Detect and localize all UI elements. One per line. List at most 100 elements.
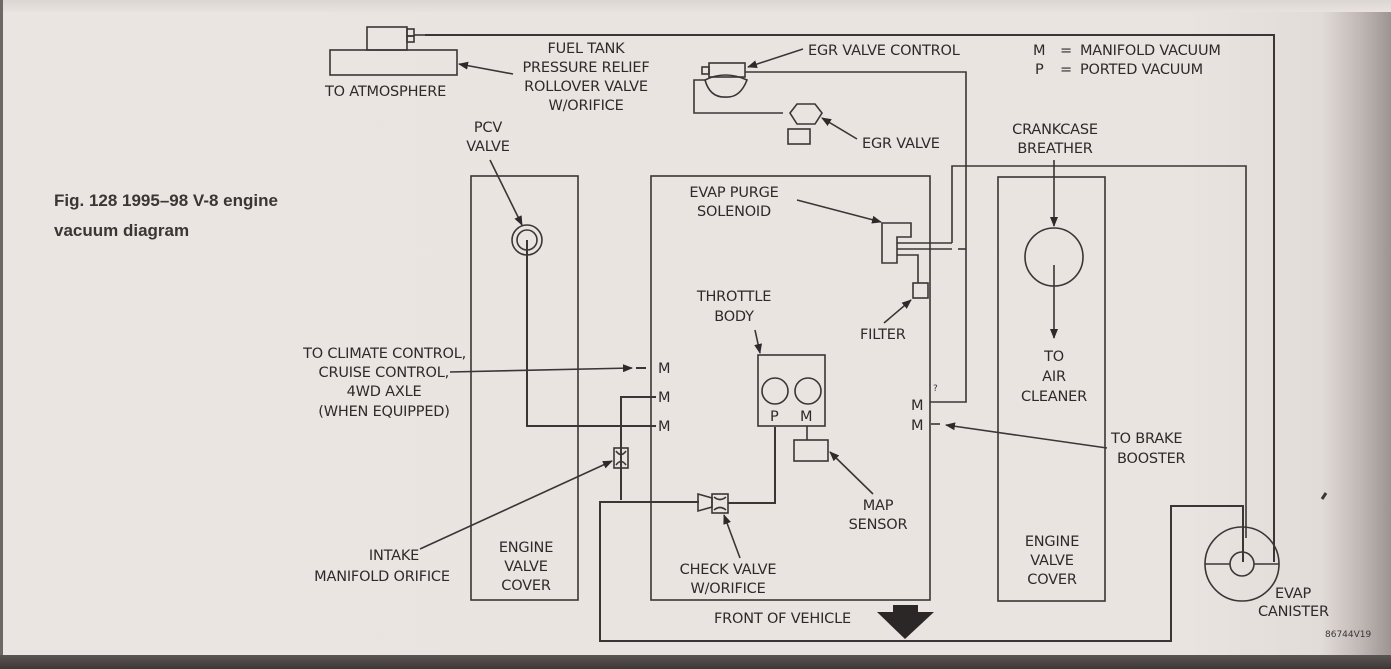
label-filter: FILTER: [860, 327, 906, 343]
label-intake-1: INTAKE: [369, 548, 419, 564]
page-left-edge: [0, 0, 3, 669]
arrow-filter: [883, 299, 912, 324]
label-pcv-1: PCV: [474, 120, 502, 136]
label-evap-purge-1: EVAP PURGE: [689, 185, 778, 201]
arrow-intake-orifice: [419, 460, 613, 550]
label-throttle-2: BODY: [714, 309, 754, 325]
intake-manifold-orifice: [613, 447, 629, 469]
label-right-cover-3: COVER: [1027, 572, 1077, 588]
legend-p-text: PORTED VACUUM: [1080, 62, 1203, 78]
throttle-body: [757, 354, 826, 427]
hose-egr-control-to-valve: [693, 79, 783, 114]
label-left-cover-2: VALVE: [504, 559, 548, 575]
legend-m-key: M: [1033, 43, 1045, 59]
hose-pcv-to-manifold: [526, 240, 656, 427]
label-crankcase-1: CRANKCASE: [1012, 122, 1098, 138]
egr-valve-control: [701, 62, 749, 98]
label-throttle-1: THROTTLE: [696, 289, 771, 305]
stray-mark: [1320, 492, 1328, 500]
hose-right-m1: [930, 160, 967, 403]
label-air-cleaner-2: AIR: [1042, 369, 1066, 385]
label-map-1: MAP: [863, 498, 894, 514]
label-air-cleaner-3: CLEANER: [1021, 389, 1087, 405]
label-fuel-tank-1: FUEL TANK: [547, 41, 625, 57]
arrow-throttle: [754, 329, 762, 354]
label-climate-4: (WHEN EQUIPPED): [318, 404, 449, 420]
arrow-rollover: [458, 61, 514, 75]
egr-valve: [787, 103, 823, 145]
figure-code: 86744V19: [1325, 630, 1372, 640]
hose-egr-control-right: [745, 71, 967, 160]
evap-purge-solenoid: [881, 222, 912, 264]
arrow-pcv: [489, 159, 523, 226]
label-right-cover-1: ENGINE: [1025, 534, 1079, 550]
hose-rollover-to-canister: [425, 34, 1275, 562]
label-fuel-tank-3: ROLLOVER VALVE: [524, 79, 648, 95]
hose-manifold-m2: [620, 396, 656, 500]
label-check-2: W/ORIFICE: [690, 581, 765, 597]
label-climate-2: CRUISE CONTROL,: [319, 365, 449, 381]
arrow-egr-valve: [821, 117, 858, 140]
port-throttle-m: M: [800, 409, 812, 425]
left-valve-cover: [470, 175, 579, 601]
intake-manifold: [650, 175, 931, 601]
label-brake-2: BOOSTER: [1117, 451, 1186, 467]
label-left-cover-1: ENGINE: [499, 540, 553, 556]
legend-p-key: P: [1035, 62, 1044, 78]
label-map-2: SENSOR: [849, 517, 908, 533]
rollover-valve-body: [329, 49, 458, 76]
legend-m-eq: =: [1060, 43, 1072, 59]
figure-caption-line2: vacuum diagram: [54, 221, 189, 240]
figure-caption-line1: Fig. 128 1995–98 V-8 engine: [54, 191, 278, 210]
page-top-strip: [0, 0, 1391, 12]
page-bottom-edge: [0, 655, 1391, 669]
label-egr-control: EGR VALVE CONTROL: [808, 43, 960, 59]
label-climate-1: TO CLIMATE CONTROL,: [302, 346, 466, 362]
label-fuel-tank-4: W/ORIFICE: [548, 98, 623, 114]
arrow-check-valve: [723, 514, 741, 559]
label-front-of-vehicle: FRONT OF VEHICLE: [714, 611, 851, 627]
right-valve-cover: [997, 176, 1106, 602]
hose-purge-to-filter: [897, 254, 919, 283]
port-throttle-p: P: [770, 409, 779, 425]
arrow-climate: [449, 364, 633, 373]
label-right-cover-2: VALVE: [1030, 553, 1074, 569]
rollover-valve: [329, 26, 458, 76]
arrow-down-icon: [877, 605, 934, 639]
port-left-m3: M: [658, 419, 670, 435]
label-pcv-2: VALVE: [466, 139, 510, 155]
label-egr-valve: EGR VALVE: [862, 136, 940, 152]
port-right-m2: M: [911, 418, 923, 434]
map-sensor: [793, 439, 829, 462]
label-fuel-tank-2: PRESSURE RELIEF: [523, 60, 650, 76]
check-valve: [697, 492, 729, 514]
legend: M = MANIFOLD VACUUM P = PORTED VACUUM: [1033, 43, 1221, 78]
arrow-evap-purge: [796, 199, 882, 224]
hose-to-canister: [599, 501, 1244, 642]
port-right-m1: M: [911, 398, 923, 414]
label-to-atmosphere: TO ATMOSPHERE: [324, 84, 446, 100]
hose-purge-to-canister: [951, 165, 1247, 538]
port-mark: ?: [933, 384, 938, 394]
legend-p-eq: =: [1060, 62, 1072, 78]
rollover-valve-top: [366, 26, 408, 51]
port-left-m2: M: [658, 390, 670, 406]
label-climate-3: 4WD AXLE: [347, 384, 422, 400]
filter: [912, 282, 929, 299]
arrow-brake: [945, 422, 1108, 449]
arrow-map: [829, 451, 874, 495]
label-intake-2: MANIFOLD ORIFICE: [314, 569, 450, 585]
hose-check-to-throttle-p: [728, 427, 776, 504]
label-evap-canister-2: CANISTER: [1258, 604, 1329, 620]
arrow-egr-control: [747, 48, 804, 69]
label-crankcase-2: BREATHER: [1017, 141, 1092, 157]
label-left-cover-3: COVER: [501, 578, 551, 594]
port-left-m1: M: [658, 361, 670, 377]
label-brake-1: TO BRAKE: [1110, 431, 1182, 447]
legend-m-text: MANIFOLD VACUUM: [1080, 43, 1221, 59]
evap-canister: [1204, 526, 1280, 602]
label-evap-canister-1: EVAP: [1275, 586, 1311, 602]
label-check-1: CHECK VALVE: [680, 562, 777, 578]
